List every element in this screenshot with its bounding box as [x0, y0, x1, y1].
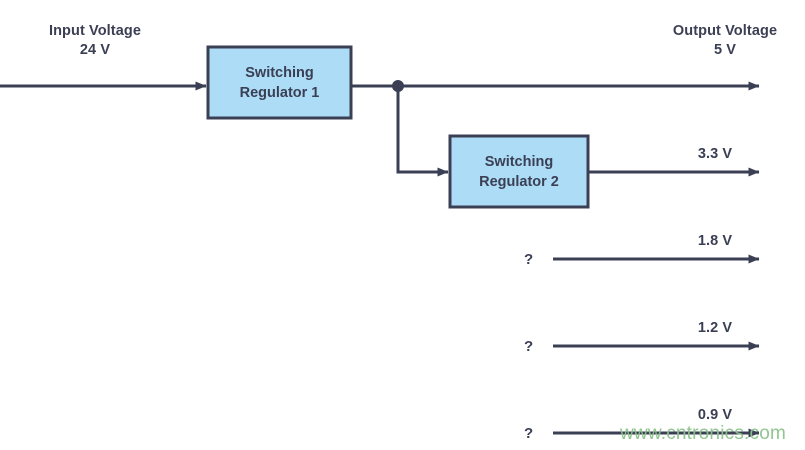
input-voltage-label-line1: Input Voltage — [48, 23, 142, 39]
regulator-2-label-line2: Regulator 2 — [479, 173, 559, 190]
rail-5v-label-line2: 5 V — [713, 42, 737, 58]
regulator-2-label-line1: Switching — [484, 153, 554, 170]
rail-5v-label: Output Voltage 5 V — [635, 22, 805, 60]
regulator-1-label: Switching Regulator 1 — [208, 47, 351, 118]
regulator-1-label-line1: Switching — [245, 64, 314, 81]
input-voltage-label-line2: 24 V — [79, 42, 111, 58]
rail-1v8-unknown-marker: ? — [524, 251, 534, 268]
rail-3v3-label: 3.3 V — [655, 145, 775, 163]
rail-1v2-label-line1: 1.2 V — [697, 320, 733, 336]
regulator-2-label: Switching Regulator 2 — [450, 136, 588, 207]
rail-5v-label-line1: Output Voltage — [672, 23, 778, 39]
branch-to-regulator-2 — [396, 86, 449, 177]
rail-0v9-label-line1: 0.9 V — [697, 407, 733, 423]
watermark-text: www.cntronics.com — [620, 423, 786, 444]
input-voltage-label: Input Voltage 24 V — [5, 22, 185, 60]
regulator-1-block — [206, 45, 353, 120]
rail-0v9-unknown-marker: ? — [524, 425, 534, 442]
rail-1v8-label-line1: 1.8 V — [697, 233, 733, 249]
rail-1v8-label: 1.8 V — [655, 232, 775, 250]
junction-dot — [392, 80, 404, 92]
regulator-1-label-line2: Regulator 1 — [239, 84, 320, 101]
rail-0v9-label: 0.9 V — [655, 406, 775, 424]
rail-1v2-label: 1.2 V — [655, 319, 775, 337]
rail-1v2-unknown-marker: ? — [524, 338, 534, 355]
rail-3v3-label-line1: 3.3 V — [697, 146, 733, 162]
